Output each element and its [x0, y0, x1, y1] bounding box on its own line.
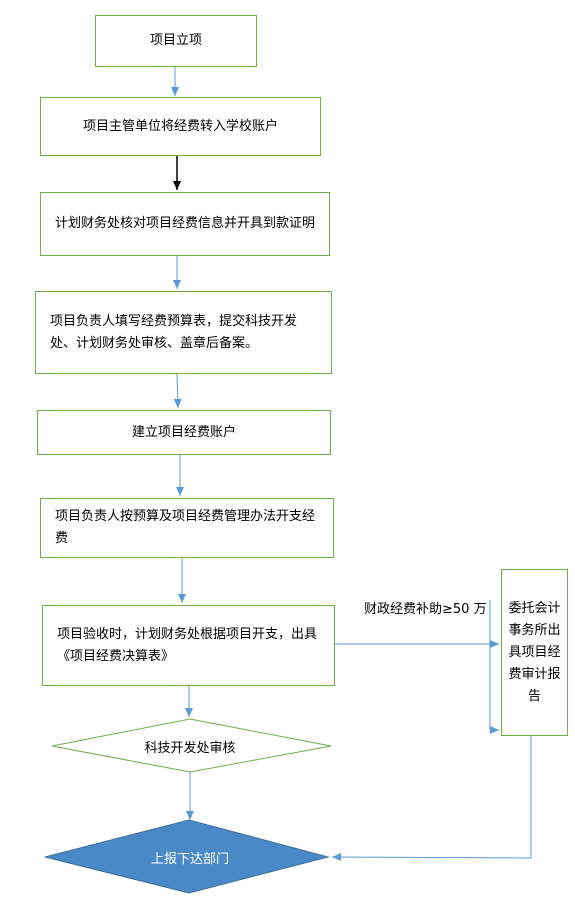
decision-diamond: [51, 718, 332, 773]
decision-label: 科技开发处审核: [144, 740, 236, 756]
arrow-side-final: [331, 736, 532, 862]
node-label: 项目立项: [149, 33, 202, 48]
node-label: 项目主管单位将经费转入学校账户: [82, 118, 278, 134]
node-label: 项目验收时，计划财务处根据项目开支，出具《项目经费决算表》: [57, 626, 318, 664]
node-spend-funds: 项目负责人按预算及项目经费管理办法开支经费: [40, 498, 334, 558]
node-fund-transfer: 项目主管单位将经费转入学校账户: [40, 97, 321, 156]
node-label: 计划财务处核对项目经费信息并开具到款证明: [55, 216, 316, 231]
node-label: 项目负责人填写经费预算表，提交科技开发处、计划财务处审核、盖章后备案。: [50, 313, 298, 351]
edge-label-fiscal-subsidy: 财政经费补助≥50 万: [364, 602, 487, 617]
node-audit-report: 委托会计事务所出具项目经费审计报告: [501, 569, 568, 736]
node-label: 建立项目经费账户: [131, 424, 236, 440]
node-label: 项目负责人按预算及项目经费管理办法开支经费: [55, 509, 316, 546]
node-verify-certificate: 计划财务处核对项目经费信息并开具到款证明: [40, 192, 330, 256]
final-diamond: [44, 819, 330, 894]
arrow-4-5: [173, 373, 182, 409]
node-budget-filing: 项目负责人填写经费预算表，提交科技开发处、计划财务处审核、盖章后备案。: [35, 291, 332, 374]
node-label: 委托会计事务所出具项目经费审计报告: [508, 600, 561, 704]
node-final-accounts: 项目验收时，计划财务处根据项目开支，出具《项目经费决算表》: [42, 605, 335, 686]
node-project-establish: 项目立项: [95, 15, 257, 67]
arrow-side-bracket: [489, 600, 499, 734]
node-create-account: 建立项目经费账户: [37, 410, 331, 455]
final-label: 上报下达部门: [150, 851, 229, 867]
